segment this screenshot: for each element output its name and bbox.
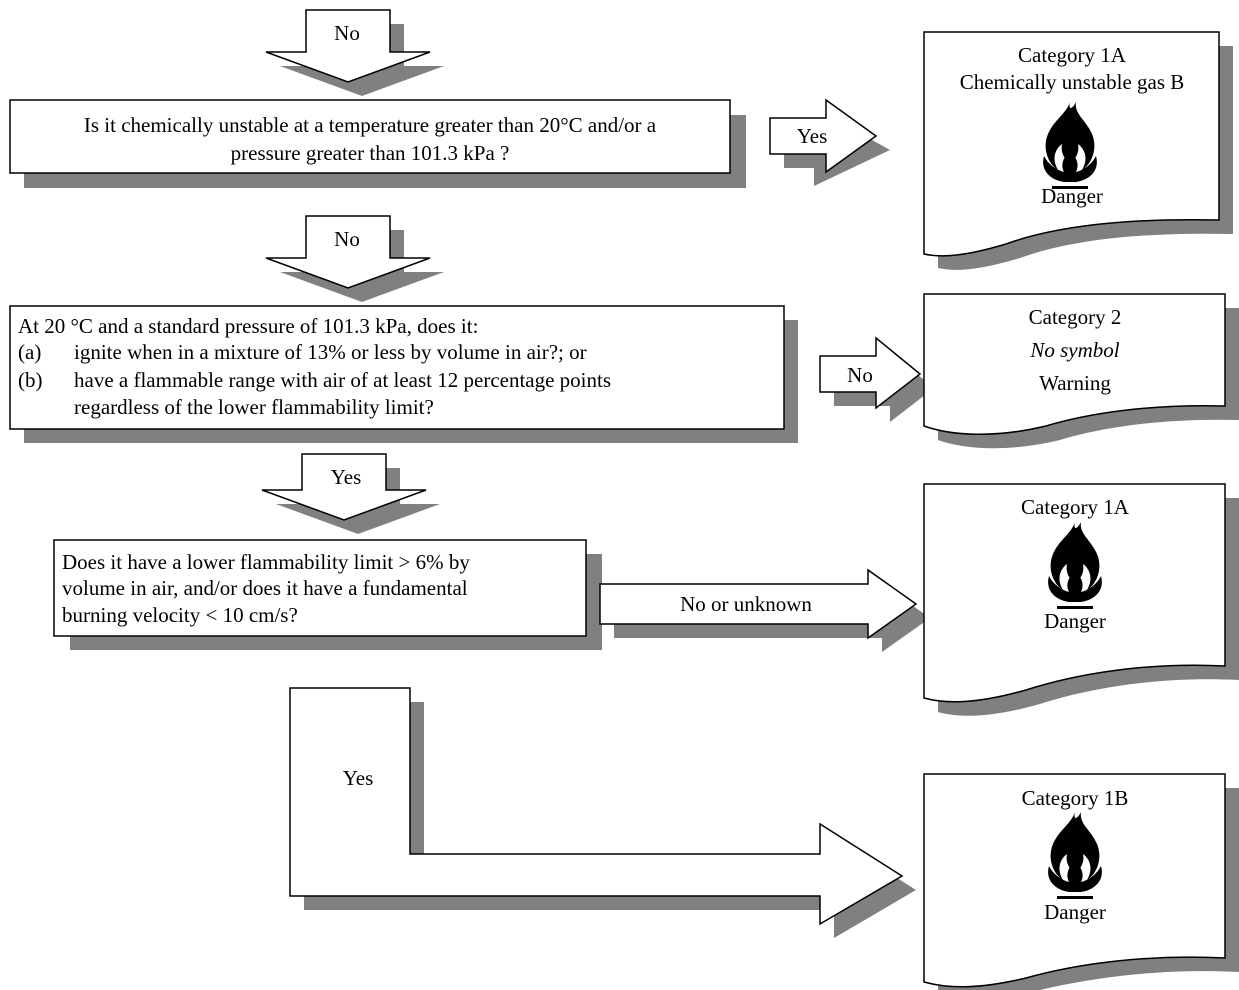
arrow-q3-no-or-unknown: No or unknown	[599, 568, 930, 652]
result-2-signal: Warning	[1039, 371, 1111, 395]
arrow-q2-no-label: No	[847, 363, 873, 387]
question-2-intro: At 20 °C and a standard pressure of 101.…	[18, 314, 478, 338]
result-4-signal: Danger	[1044, 900, 1106, 924]
question-2-a-marker: (a)	[18, 340, 41, 364]
arrow-q1-no-label: No	[334, 227, 360, 251]
result-category-1a: Category 1A Danger	[923, 483, 1239, 716]
question-3-line-3: burning velocity < 10 cm/s?	[62, 603, 298, 627]
result-1-signal: Danger	[1041, 184, 1103, 208]
arrow-q1-no: No	[265, 215, 444, 302]
question-3-line-2: volume in air, and/or does it have a fun…	[62, 576, 468, 600]
arrow-q2-yes-label: Yes	[331, 465, 362, 489]
question-2-b-marker: (b)	[18, 368, 43, 392]
result-2-title: Category 2	[1029, 305, 1122, 329]
result-category-2: Category 2 No symbol Warning	[923, 293, 1239, 449]
arrow-q1-yes-label: Yes	[797, 124, 828, 148]
arrow-q1-yes: Yes	[769, 98, 890, 186]
arrow-top-no: No	[265, 9, 444, 96]
question-3: Does it have a lower flammability limit …	[53, 539, 602, 650]
question-2: At 20 °C and a standard pressure of 101.…	[9, 305, 798, 443]
arrow-top-no-label: No	[334, 21, 360, 45]
result-1-title: Category 1A	[1018, 43, 1127, 67]
arrow-q2-no: No	[819, 336, 934, 422]
result-4-title: Category 1B	[1022, 786, 1129, 810]
result-3-title: Category 1A	[1021, 495, 1130, 519]
question-2-b-text-2: regardless of the lower flammability lim…	[74, 395, 434, 419]
result-3-signal: Danger	[1044, 609, 1106, 633]
result-category-1a-unstable: Category 1A Chemically unstable gas B Da…	[923, 31, 1233, 270]
arrow-q2-yes: Yes	[261, 453, 440, 534]
arrow-q3-yes-label: Yes	[343, 766, 374, 790]
question-1-line-2: pressure greater than 101.3 kPa ?	[231, 141, 510, 165]
result-category-1b: Category 1B Danger	[923, 773, 1239, 990]
result-1-subtitle: Chemically unstable gas B	[960, 70, 1185, 94]
question-2-b-text-1: have a flammable range with air of at le…	[74, 368, 611, 392]
question-3-line-1: Does it have a lower flammability limit …	[62, 550, 470, 574]
question-1: Is it chemically unstable at a temperatu…	[9, 99, 746, 188]
question-1-line-1: Is it chemically unstable at a temperatu…	[84, 113, 657, 137]
arrow-q3-no-label: No or unknown	[680, 592, 812, 616]
arrow-q3-yes: Yes	[289, 687, 916, 938]
result-2-symbol-note: No symbol	[1029, 338, 1119, 362]
question-2-a-text: ignite when in a mixture of 13% or less …	[74, 340, 587, 364]
